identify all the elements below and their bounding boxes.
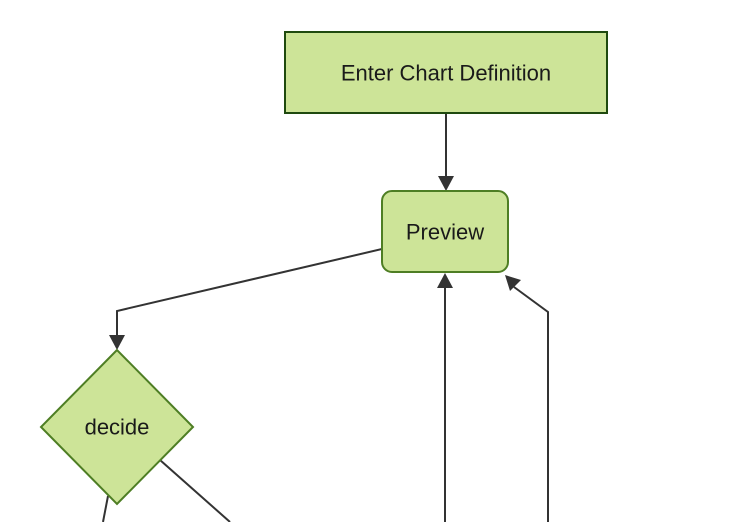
- enter-chart-definition-label: Enter Chart Definition: [341, 61, 551, 86]
- node-enter-chart-definition: Enter Chart Definition: [284, 31, 608, 114]
- edge-decide-to-bottom-left: [102, 495, 109, 522]
- node-preview: Preview: [381, 190, 509, 273]
- arrowhead-into-preview-corner-icon: [505, 275, 521, 291]
- preview-label: Preview: [406, 220, 484, 245]
- decide-diamond: [39, 348, 195, 506]
- decide-label: decide: [85, 415, 150, 440]
- edge-bottom-right-to-preview: [513, 286, 549, 522]
- edge-preview-to-decide: [116, 248, 383, 336]
- edges: [102, 113, 549, 522]
- edge-decide-to-bottom-right: [159, 459, 231, 522]
- preview-box: [381, 190, 509, 273]
- arrowhead-into-preview-bottom-icon: [437, 273, 453, 288]
- nodes: Enter Chart Definition Preview decide: [39, 31, 608, 506]
- node-decide: decide: [39, 348, 195, 506]
- arrowhead-into-preview-top-icon: [438, 176, 454, 191]
- enter-chart-definition-box: [284, 31, 608, 114]
- arrowhead-into-decide-top-icon: [109, 335, 125, 350]
